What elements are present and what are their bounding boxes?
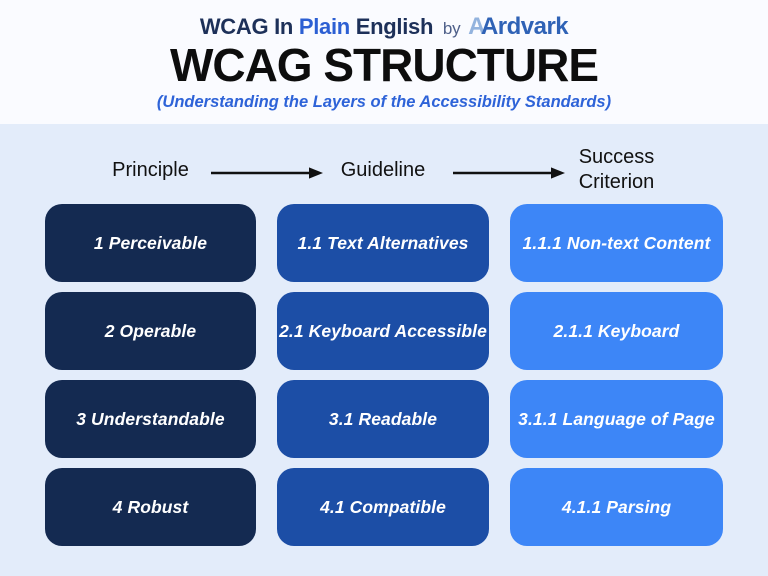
brand-by: by	[442, 19, 461, 38]
guideline-box: 3.1 Readable	[277, 380, 489, 458]
wcag-grid: 1 Perceivable 1.1 Text Alternatives 1.1.…	[45, 204, 723, 546]
flow-label-guideline: Guideline	[340, 158, 426, 181]
principle-box: 4 Robust	[45, 468, 256, 546]
header: WCAG In Plain English by AArdvark WCAG S…	[0, 0, 768, 124]
arrow-icon	[211, 167, 323, 179]
success-criterion-box: 1.1.1 Non-text Content	[510, 204, 723, 282]
brand-wcag-in: WCAG In	[199, 14, 294, 39]
aardvark-logo: AArdvark	[468, 13, 569, 40]
diagram-panel: Principle Guideline Success Criterion 1 …	[0, 124, 768, 576]
flow-label-success-criterion: Success Criterion	[578, 146, 655, 193]
flow-header-row: Principle Guideline Success Criterion	[45, 140, 723, 200]
brand-english: English	[355, 14, 434, 39]
brand-plain: Plain	[298, 14, 350, 39]
success-criterion-box: 4.1.1 Parsing	[510, 468, 723, 546]
aardvark-logo-first-a: A	[468, 13, 485, 40]
guideline-box: 1.1 Text Alternatives	[277, 204, 489, 282]
principle-box: 3 Understandable	[45, 380, 256, 458]
aardvark-logo-name: Ardvark	[480, 13, 569, 40]
flow-label-principle: Principle	[112, 158, 189, 181]
principle-box: 1 Perceivable	[45, 204, 256, 282]
brand-line: WCAG In Plain English by AArdvark	[0, 0, 768, 40]
success-criterion-box: 3.1.1 Language of Page	[510, 380, 723, 458]
arrow-icon	[453, 167, 565, 179]
page-title: WCAG STRUCTURE	[169, 39, 599, 91]
guideline-box: 4.1 Compatible	[277, 468, 489, 546]
guideline-box: 2.1 Keyboard Accessible	[277, 292, 489, 370]
success-criterion-box: 2.1.1 Keyboard	[510, 292, 723, 370]
page-subtitle: (Understanding the Layers of the Accessi…	[156, 93, 612, 111]
principle-box: 2 Operable	[45, 292, 256, 370]
